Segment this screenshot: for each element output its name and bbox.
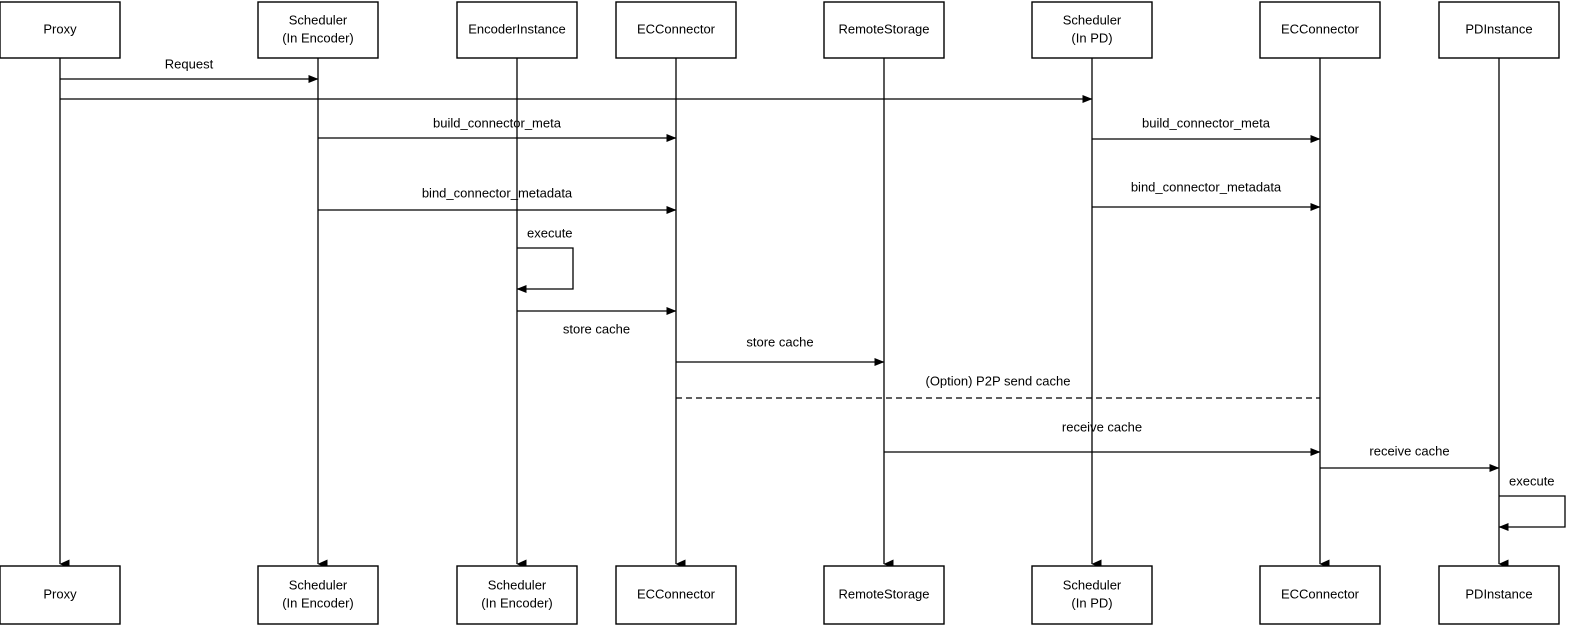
participant-box-top-sched_enc[interactable]: Scheduler (In Encoder) xyxy=(257,1,379,59)
self-messages-layer: execute execute xyxy=(516,225,1566,531)
participant-label-line1: Scheduler xyxy=(1063,577,1122,592)
participant-box-rect xyxy=(257,565,379,625)
message-label: bind_connector_metadata xyxy=(1131,179,1282,194)
participant-box-bottom-remote_store[interactable]: RemoteStorage xyxy=(823,565,945,625)
participant-label-line1: Scheduler xyxy=(488,577,547,592)
lifelines-layer xyxy=(59,58,1509,569)
participant-box-bottom-proxy[interactable]: Proxy xyxy=(0,565,121,625)
message-m3[interactable]: build_connector_meta xyxy=(318,115,677,142)
participant-label-line2: (In Encoder) xyxy=(282,30,354,45)
self-message-s2[interactable]: execute xyxy=(1498,473,1566,531)
self-message-s1[interactable]: execute xyxy=(516,225,574,293)
participant-box-rect xyxy=(823,565,945,625)
message-m8[interactable]: store cache xyxy=(676,334,885,366)
participant-label-line1: RemoteStorage xyxy=(838,21,929,36)
message-m6[interactable]: bind_connector_metadata xyxy=(1092,179,1321,211)
messages-layer: Request build_connector_meta build_connect… xyxy=(60,56,1500,472)
participant-box-rect xyxy=(1438,1,1560,59)
participant-box-bottom-ec_conn_pd[interactable]: ECConnector xyxy=(1259,565,1381,625)
participant-box-top-encoder_inst[interactable]: EncoderInstance xyxy=(456,1,578,59)
message-label: build_connector_meta xyxy=(433,115,562,130)
participant-label-line1: Proxy xyxy=(43,586,77,601)
participant-box-rect xyxy=(257,1,379,59)
participant-box-rect xyxy=(1259,1,1381,59)
participant-box-bottom-pd_inst[interactable]: PDInstance xyxy=(1438,565,1560,625)
participant-label-line1: ECConnector xyxy=(1281,586,1360,601)
participant-box-rect xyxy=(1031,1,1153,59)
participant-box-bottom-sched_pd[interactable]: Scheduler (In PD) xyxy=(1031,565,1153,625)
participant-label-line1: PDInstance xyxy=(1465,21,1532,36)
participant-box-top-ec_conn_pd[interactable]: ECConnector xyxy=(1259,1,1381,59)
participant-label-line2: (In PD) xyxy=(1071,595,1112,610)
participant-box-bottom-sched_enc[interactable]: Scheduler (In Encoder) xyxy=(257,565,379,625)
message-m11[interactable]: receive cache xyxy=(1320,443,1500,472)
self-message-label: execute xyxy=(527,225,573,240)
message-label: Request xyxy=(165,56,214,71)
message-label: store cache xyxy=(563,321,630,336)
participant-box-top-pd_inst[interactable]: PDInstance xyxy=(1438,1,1560,59)
participant-label-line1: PDInstance xyxy=(1465,586,1532,601)
message-m10[interactable]: receive cache xyxy=(884,419,1321,456)
participant-label-line1: Scheduler xyxy=(289,12,348,27)
self-message-arrow xyxy=(1498,495,1566,531)
participant-label-line2: (In Encoder) xyxy=(481,595,553,610)
participant-label-line1: RemoteStorage xyxy=(838,586,929,601)
message-label: store cache xyxy=(746,334,813,349)
message-label: build_connector_meta xyxy=(1142,115,1271,130)
participant-box-bottom-ec_conn_enc[interactable]: ECConnector xyxy=(615,565,737,625)
message-m7[interactable]: store cache xyxy=(517,307,677,336)
message-m5[interactable]: bind_connector_metadata xyxy=(318,185,677,214)
self-message-arrow xyxy=(516,247,574,293)
self-message-label: execute xyxy=(1509,473,1555,488)
participant-box-rect xyxy=(615,1,737,59)
participant-label-line2: (In Encoder) xyxy=(282,595,354,610)
participant-box-top-sched_pd[interactable]: Scheduler (In PD) xyxy=(1031,1,1153,59)
participant-box-rect xyxy=(1438,565,1560,625)
participant-label-line1: ECConnector xyxy=(1281,21,1360,36)
participant-box-bottom-encoder_inst[interactable]: Scheduler (In Encoder) xyxy=(456,565,578,625)
participant-label-line1: Scheduler xyxy=(289,577,348,592)
message-label: receive cache xyxy=(1062,419,1142,434)
message-m1[interactable]: Request xyxy=(60,56,319,83)
participant-box-top-proxy[interactable]: Proxy xyxy=(0,1,121,59)
participant-box-rect xyxy=(1259,565,1381,625)
bottom-participant-boxes: Proxy Scheduler (In Encoder) Scheduler (In E… xyxy=(0,565,1560,625)
participant-label-line1: EncoderInstance xyxy=(468,21,566,36)
participant-label-line2: (In PD) xyxy=(1071,30,1112,45)
participant-box-rect xyxy=(1031,565,1153,625)
message-m9[interactable]: (Option) P2P send cache xyxy=(676,373,1320,399)
participant-box-top-remote_store[interactable]: RemoteStorage xyxy=(823,1,945,59)
participant-box-rect xyxy=(456,1,578,59)
message-label: receive cache xyxy=(1369,443,1449,458)
participant-box-rect xyxy=(0,565,121,625)
top-participant-boxes: Proxy Scheduler (In Encoder) EncoderInstanc… xyxy=(0,1,1560,59)
participant-label-line1: Scheduler xyxy=(1063,12,1122,27)
participant-label-line1: Proxy xyxy=(43,21,77,36)
participant-label-line1: ECConnector xyxy=(637,21,716,36)
participant-box-top-ec_conn_enc[interactable]: ECConnector xyxy=(615,1,737,59)
participant-box-rect xyxy=(456,565,578,625)
participant-box-rect xyxy=(0,1,121,59)
message-m4[interactable]: build_connector_meta xyxy=(1092,115,1321,143)
message-label: bind_connector_metadata xyxy=(422,185,573,200)
message-label: (Option) P2P send cache xyxy=(925,373,1070,388)
participant-box-rect xyxy=(823,1,945,59)
participant-label-line1: ECConnector xyxy=(637,586,716,601)
participant-box-rect xyxy=(615,565,737,625)
